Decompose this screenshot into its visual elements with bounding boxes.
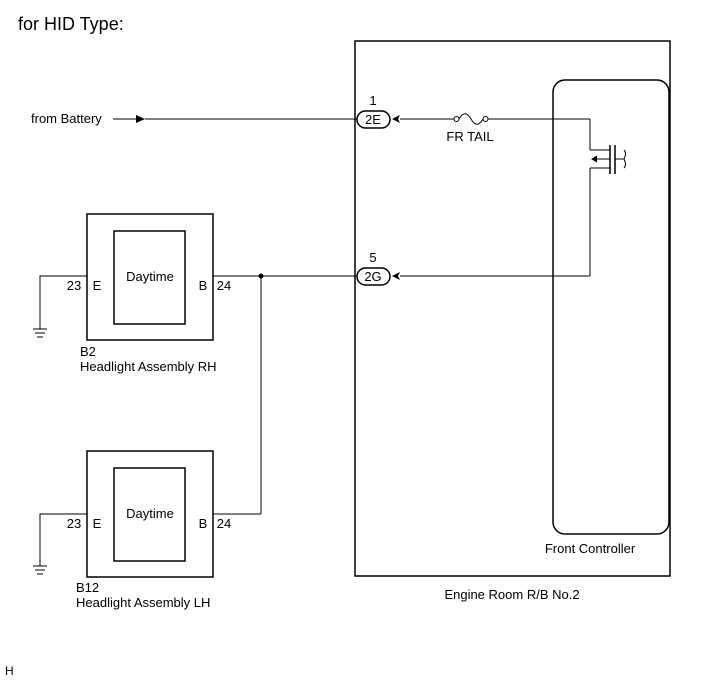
headlight-rh-code: B2: [80, 344, 96, 359]
connector-2e-arrow-icon: [392, 115, 400, 123]
front-controller-box: [552, 79, 670, 535]
battery-arrow-head-icon: [136, 115, 145, 123]
headlight-lh-terminal-b: B: [199, 516, 208, 531]
fuse-terminal-right: [482, 116, 489, 122]
headlight-assembly-rh: Daytime E B: [86, 213, 214, 341]
connector-2g-arrow-icon: [392, 272, 400, 280]
headlight-lh-terminal-e: E: [93, 516, 102, 531]
headlight-rh-inner: [113, 230, 186, 325]
headlight-lh-inner: [113, 467, 186, 562]
connector-2g-id: 2G: [364, 269, 381, 284]
fuse-label: FR TAIL: [446, 129, 493, 144]
headlight-rh-name: Headlight Assembly RH: [80, 359, 217, 374]
headlight-lh-name: Headlight Assembly LH: [76, 595, 210, 610]
fuse-terminal-left: [453, 116, 460, 122]
transistor-switch-icon: [589, 145, 626, 174]
headlight-rh-pin-left: 23: [67, 278, 81, 293]
headlight-lh-pin-right: 24: [217, 516, 231, 531]
from-battery-label: from Battery: [31, 111, 102, 126]
headlight-lh-pin-left: 23: [67, 516, 81, 531]
engine-room-rb-label: Engine Room R/B No.2: [444, 587, 579, 602]
rh-ground-icon: [33, 328, 47, 338]
lh-ground-wire: [39, 513, 87, 566]
connector-2e: [356, 110, 391, 129]
headlight-lh-code: B12: [76, 580, 99, 595]
lh-ground-icon: [33, 565, 47, 575]
corner-mark: H: [5, 664, 14, 678]
headlight-rh-inner-label: Daytime: [126, 269, 174, 284]
diagram-title: for HID Type:: [18, 14, 124, 34]
headlight-lh-inner-label: Daytime: [126, 506, 174, 521]
engine-room-rb-box: [354, 40, 671, 577]
rh-ground-wire: [39, 275, 87, 329]
fuse-icon: [458, 113, 484, 125]
front-controller-label: Front Controller: [545, 541, 636, 556]
connector-2e-id: 2E: [365, 112, 381, 127]
connector-2e-pin: 1: [369, 93, 376, 108]
headlight-rh-terminal-b: B: [199, 278, 208, 293]
headlight-rh-pin-right: 24: [217, 278, 231, 293]
headlight-rh-outer: [86, 213, 214, 341]
headlight-rh-terminal-e: E: [93, 278, 102, 293]
connector-2g-pin: 5: [369, 250, 376, 265]
headlight-assembly-lh: Daytime E B: [86, 450, 214, 578]
